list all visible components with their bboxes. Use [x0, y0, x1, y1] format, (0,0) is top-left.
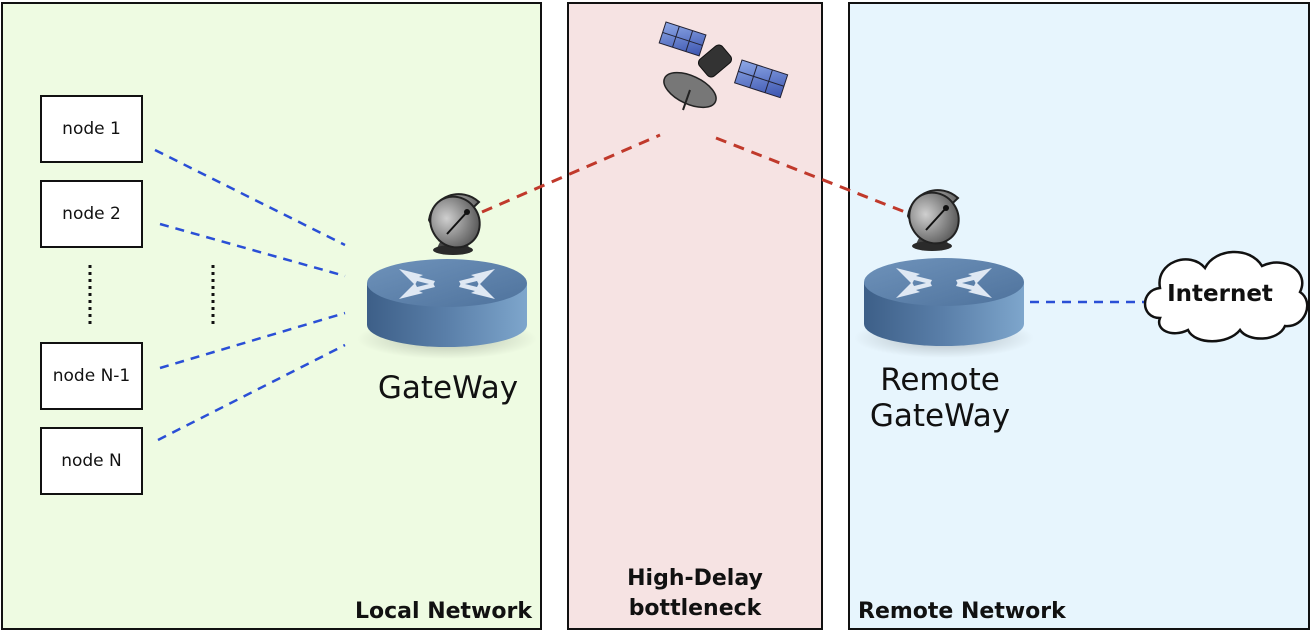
node-label: node 1: [62, 119, 121, 139]
bottleneck-label-line2: bottleneck: [628, 596, 762, 621]
link-node-n: [157, 343, 346, 442]
internet-label: Internet: [1167, 281, 1273, 307]
bottleneck-label-line1: High-Delay: [627, 566, 763, 591]
link-node-n-1: [159, 311, 346, 370]
satellite-links: [481, 133, 906, 214]
remote-gateway-router-icon: [854, 258, 1034, 358]
gateway-router-icon: [357, 259, 537, 359]
node-box-2: node 2: [40, 180, 143, 248]
remote-gateway-label-line1: Remote: [880, 362, 1000, 398]
cloud-icon: Internet: [1143, 250, 1309, 343]
gateway-label: GateWay: [377, 370, 519, 406]
ellipsis-dots: [88, 265, 215, 327]
remote-gateway-label: Remote GateWay: [830, 362, 1050, 434]
link-node-2: [159, 222, 346, 278]
node-label: node 2: [62, 204, 121, 224]
remote-gateway-label-line2: GateWay: [869, 398, 1011, 434]
node-box-n-1: node N-1: [40, 342, 143, 410]
remote-network-label: Remote Network: [858, 599, 1066, 624]
remote-dish-antenna-icon: [898, 181, 970, 255]
gateway-dish-antenna-icon: [419, 185, 491, 259]
lan-links: [154, 148, 1148, 442]
bottleneck-label: High-Delay bottleneck: [569, 564, 821, 624]
link-node-1: [154, 148, 346, 247]
satellite-icon: [658, 21, 789, 111]
node-box-n: node N: [40, 427, 143, 495]
node-box-1: node 1: [40, 95, 143, 163]
uplink: [481, 133, 661, 214]
local-network-label: Local Network: [355, 599, 532, 624]
node-label: node N-1: [52, 366, 131, 386]
downlink: [715, 136, 906, 214]
node-label: node N: [61, 451, 122, 471]
